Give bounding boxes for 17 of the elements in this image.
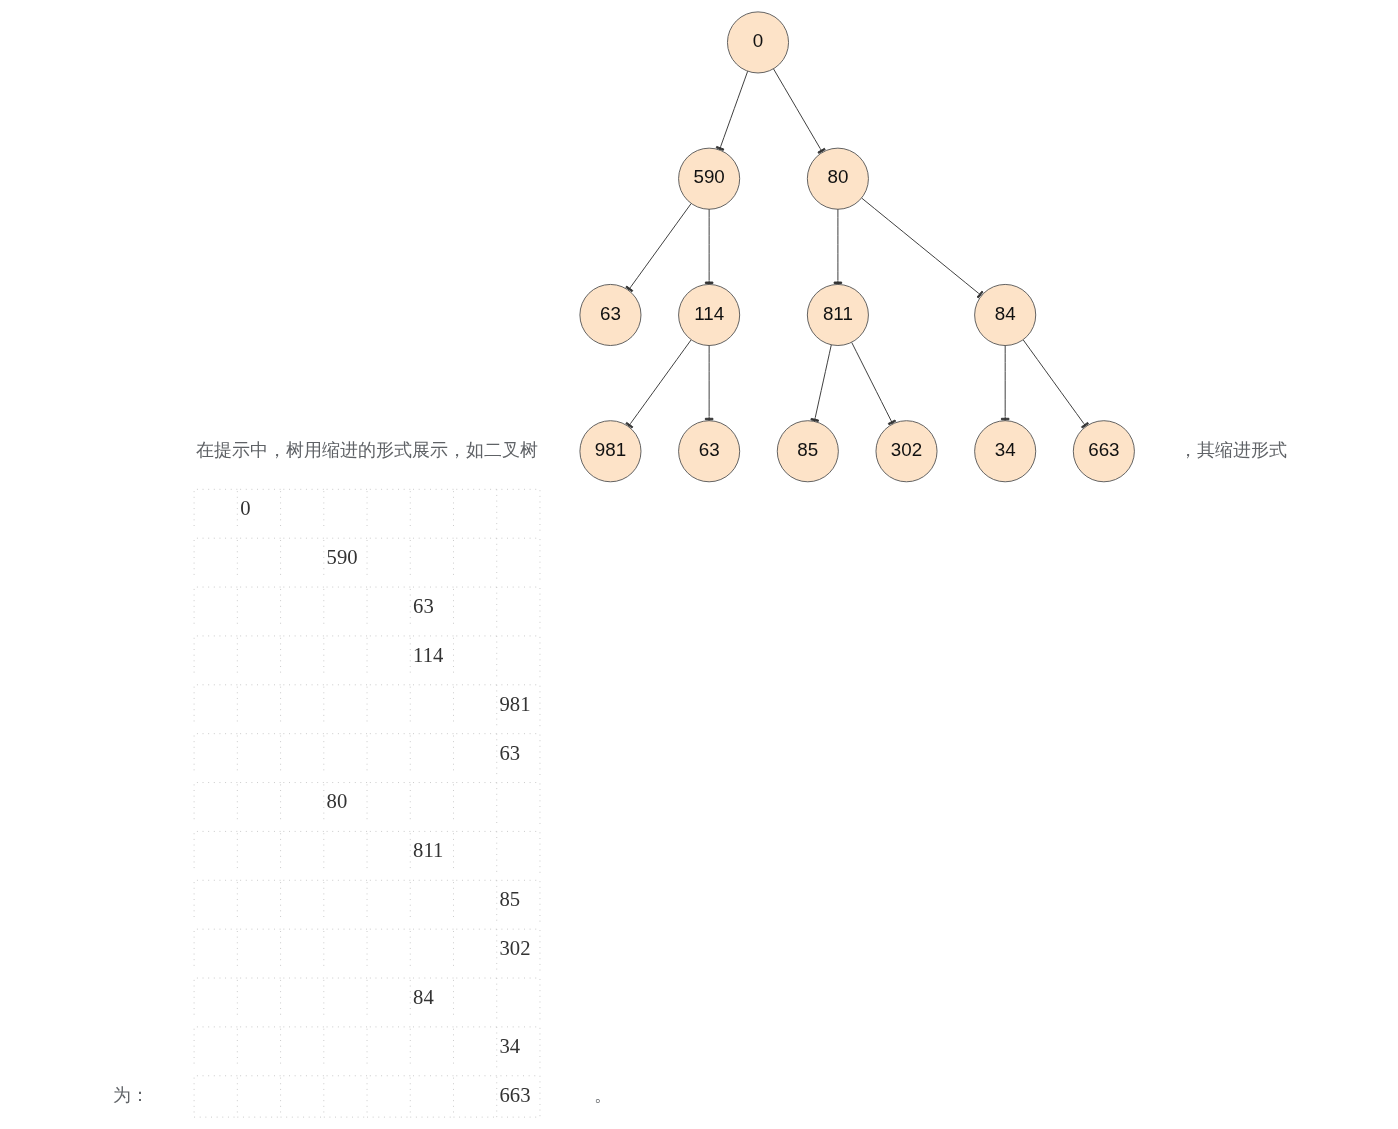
label: 在提示中，树用缩进的形式展示，如二叉树 [195,438,538,460]
label: 为： [112,1083,149,1105]
label: ，其缩进形式 [1178,438,1287,460]
label: 80 [326,790,347,813]
label: 302 [499,937,531,960]
label: 。 [593,1083,612,1105]
label: 811 [412,839,443,862]
label: 0 [239,497,250,520]
label: 663 [499,1083,531,1106]
label: 84 [412,985,434,1008]
label: 114 [412,643,443,666]
label: 63 [499,741,520,764]
label: 590 [326,546,358,569]
label: 981 [499,692,531,715]
label: 63 [412,595,434,617]
label: 34 [499,1034,520,1057]
label: 85 [499,888,520,911]
